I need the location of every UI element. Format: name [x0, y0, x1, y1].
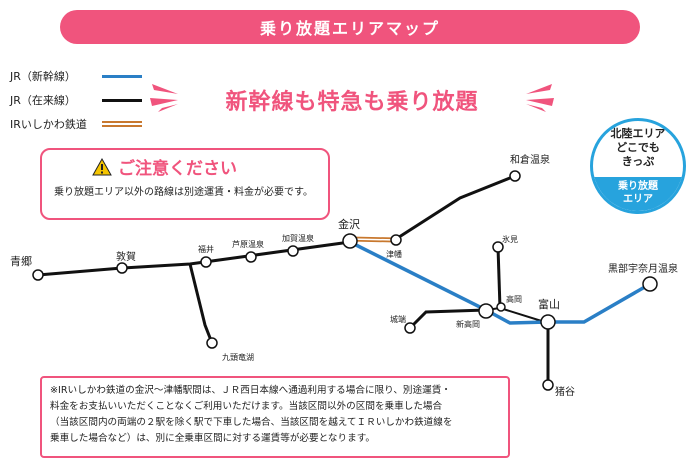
caution-title-text: ご注意ください — [118, 159, 237, 179]
station-unazuki — [642, 276, 658, 292]
note-line: （当該区間内の両端の２駅を除く駅で下車した場合、当該区間を越えてＩＲいしかわ鉄道… — [50, 417, 453, 428]
label-shintakaoka: 新高岡 — [456, 319, 480, 329]
legend-label: JR（在来線） — [10, 94, 76, 107]
station-tsubata — [390, 234, 402, 246]
caution-title: ご注意ください — [92, 154, 237, 179]
station-inotani — [542, 379, 554, 391]
station-tsuruga — [116, 262, 128, 274]
legend-line-conventional — [102, 98, 142, 102]
legend-label: IRいしかわ鉄道 — [10, 118, 87, 131]
label-unazuki: 黒部宇奈月温泉 — [608, 262, 678, 275]
label-kanazawa: 金沢 — [338, 217, 360, 231]
label-kuzuryu: 九頭竜湖 — [222, 352, 254, 362]
station-takaoka — [496, 302, 506, 312]
line-himi — [496, 246, 502, 309]
line-kuzuryu — [188, 263, 214, 344]
burst-left-icon — [150, 84, 178, 112]
label-fukui: 福井 — [198, 244, 214, 254]
label-wakuraonsen: 和倉温泉 — [510, 153, 550, 166]
legend-line-ir — [102, 121, 142, 127]
note-line: 料金をお支払いいただくことなくご利用いただけます。当該区間以外の区間を乗車した場… — [50, 401, 443, 412]
station-aonogo — [32, 269, 44, 281]
station-wakuraonsen — [509, 170, 521, 182]
label-aonogo: 青郷 — [10, 254, 32, 268]
note-box: ※IRいしかわ鉄道の金沢〜津幡駅間は、ＪＲ西日本線へ通過利用する場合に限り、別途… — [40, 376, 510, 458]
legend-line-shinkansen — [102, 74, 142, 78]
badge-line: 乗り放題 — [618, 181, 658, 192]
label-inotani: 猪谷 — [555, 386, 575, 398]
badge-bottom: 乗り放題 エリア — [593, 177, 683, 211]
caution-body: 乗り放題エリア以外の路線は別途運賃・料金が必要です。 — [54, 187, 313, 198]
station-fukui — [200, 256, 212, 268]
station-kagaonsen — [287, 245, 299, 257]
label-toyama: 富山 — [538, 297, 560, 311]
headline: 新幹線も特急も乗り放題 — [225, 90, 479, 115]
legend-label: JR（新幹線） — [10, 70, 76, 83]
line-ir-ishikawa-inner — [349, 238, 397, 241]
badge-line: 北陸エリア — [610, 127, 666, 140]
note-line: 乗車した場合など）は、別に全乗車区間に対する運賃等が必要となります。 — [50, 433, 375, 444]
station-kanazawa — [342, 233, 358, 249]
station-toyama — [540, 314, 556, 330]
label-himi: 氷見 — [502, 234, 518, 244]
burst-right-icon — [526, 84, 554, 112]
station-shintakaoka — [478, 303, 494, 319]
badge-line: エリア — [623, 194, 653, 205]
caution-box: ご注意ください 乗り放題エリア以外の路線は別途運賃・料金が必要です。 — [40, 148, 330, 220]
label-tsuruga: 敦賀 — [116, 250, 136, 263]
station-johana — [404, 322, 416, 334]
map-title: 乗り放題エリアマップ — [60, 10, 640, 44]
badge-line: きっぷ — [621, 155, 655, 168]
legend: JR（新幹線） JR（在来線） IRいしかわ鉄道 — [10, 64, 150, 136]
legend-ir: IRいしかわ鉄道 — [10, 112, 150, 136]
station-himi — [492, 241, 504, 253]
area-badge: 北陸エリア どこでも きっぷ 乗り放題 エリア — [590, 118, 686, 214]
line-nanao — [395, 174, 516, 241]
label-awaraonsen: 芦原温泉 — [232, 239, 264, 249]
station-awaraonsen — [245, 251, 257, 263]
label-takaoka: 高岡 — [506, 294, 522, 304]
badge-line: どこでも — [616, 141, 660, 154]
line-shinkansen — [349, 240, 651, 325]
label-tsubata: 津幡 — [386, 249, 402, 259]
warning-icon — [92, 157, 112, 175]
label-johana: 城端 — [390, 314, 406, 324]
line-johana — [408, 308, 487, 330]
line-hokuriku-west — [37, 240, 351, 277]
station-kuzuryu — [206, 337, 218, 349]
badge-top: 北陸エリア どこでも きっぷ — [593, 127, 683, 169]
legend-shinkansen: JR（新幹線） — [10, 64, 150, 88]
label-kagaonsen: 加賀温泉 — [282, 233, 314, 243]
legend-conventional: JR（在来線） — [10, 88, 150, 112]
note-line: ※IRいしかわ鉄道の金沢〜津幡駅間は、ＪＲ西日本線へ通過利用する場合に限り、別途… — [50, 385, 451, 396]
